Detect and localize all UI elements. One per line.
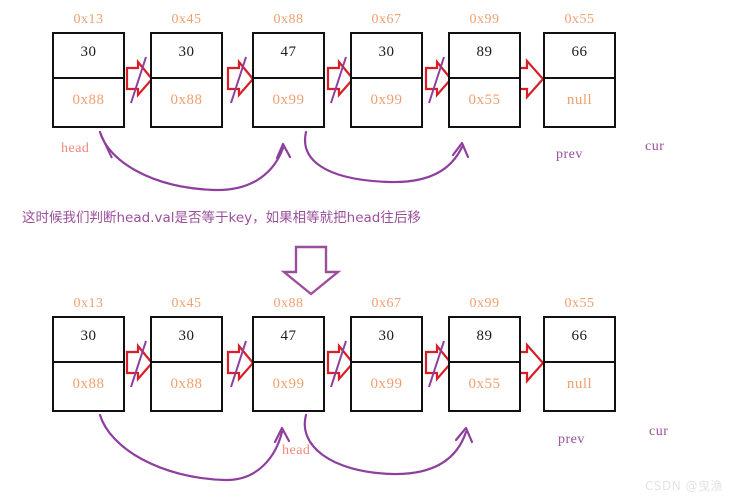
list-node: 30 0x88 (150, 316, 223, 412)
node-divider (450, 77, 519, 79)
curved-pointer-top-a-head (275, 142, 292, 160)
node-next-pointer: 0x55 (468, 376, 501, 392)
node-next-pointer: 0x88 (72, 92, 105, 108)
node-next-pointer: null (566, 92, 593, 108)
node-value: 30 (178, 328, 195, 344)
node-divider (352, 361, 421, 363)
curved-pointer-top-b-head (451, 141, 470, 159)
node-address-label: 0x88 (273, 12, 304, 27)
node-divider (545, 77, 614, 79)
pointer-label-head: head (61, 141, 90, 156)
node-address-label: 0x55 (564, 12, 595, 27)
head-connector-top (99, 131, 113, 159)
node-address-label: 0x55 (564, 296, 595, 311)
pointer-label-prev: prev (556, 147, 583, 162)
node-next-pointer: 0x88 (72, 376, 105, 392)
list-node: 47 0x99 (252, 316, 325, 412)
node-next-pointer: 0x99 (272, 92, 305, 108)
node-next-pointer: 0x99 (370, 92, 403, 108)
strike-through-bottom-3 (330, 340, 347, 388)
node-value: 30 (378, 328, 395, 344)
curved-pointer-top-a (98, 130, 285, 192)
node-value: 89 (476, 44, 493, 60)
strike-through-top-4 (428, 56, 445, 104)
watermark: CSDN @曳渔 (644, 479, 723, 493)
link-arrow-bottom-2 (226, 342, 255, 382)
list-node: 89 0x55 (448, 32, 521, 128)
node-next-pointer: 0x99 (272, 376, 305, 392)
node-value: 30 (80, 44, 97, 60)
node-value: 30 (378, 44, 395, 60)
node-address-label: 0x13 (73, 296, 104, 311)
node-value: 66 (571, 328, 588, 344)
pointer-label-head: head (282, 443, 311, 458)
node-divider (152, 77, 221, 79)
node-value: 30 (80, 328, 97, 344)
list-node: 66 null (543, 32, 616, 128)
node-divider (352, 77, 421, 79)
strike-through-bottom-4 (428, 340, 445, 388)
link-arrow-top-2 (226, 58, 255, 98)
node-value: 47 (280, 328, 297, 344)
node-address-label: 0x67 (371, 12, 402, 27)
node-address-label: 0x45 (171, 296, 202, 311)
node-value: 66 (571, 44, 588, 60)
strike-through-top-2 (230, 56, 247, 104)
caption-text: 这时候我们判断head.val是否等于key，如果相等就把head往后移 (22, 210, 421, 226)
list-node: 30 0x88 (52, 316, 125, 412)
curved-pointer-bottom-a-head (273, 426, 291, 444)
node-divider (254, 361, 323, 363)
node-address-label: 0x45 (171, 12, 202, 27)
node-divider (545, 361, 614, 363)
list-node: 66 null (543, 316, 616, 412)
list-node: 30 0x99 (350, 32, 423, 128)
node-divider (54, 77, 123, 79)
list-node: 30 0x99 (350, 316, 423, 412)
pointer-label-cur: cur (649, 424, 669, 439)
node-address-label: 0x13 (73, 12, 104, 27)
node-divider (254, 77, 323, 79)
node-address-label: 0x88 (273, 296, 304, 311)
node-divider (152, 361, 221, 363)
curved-pointer-top-b (303, 130, 464, 184)
node-value: 47 (280, 44, 297, 60)
node-address-label: 0x99 (469, 296, 500, 311)
curved-pointer-bottom-a (98, 413, 284, 482)
node-next-pointer: 0x88 (170, 92, 203, 108)
down-arrow-icon (280, 245, 342, 296)
list-node: 89 0x55 (448, 316, 521, 412)
node-value: 30 (178, 44, 195, 60)
node-address-label: 0x99 (469, 12, 500, 27)
pointer-label-prev: prev (558, 432, 585, 447)
list-node: 30 0x88 (150, 32, 223, 128)
node-next-pointer: 0x55 (468, 92, 501, 108)
node-next-pointer: 0x88 (170, 376, 203, 392)
pointer-label-cur: cur (645, 139, 665, 154)
node-divider (450, 361, 519, 363)
list-node: 47 0x99 (252, 32, 325, 128)
node-address-label: 0x67 (371, 296, 402, 311)
link-arrow-top-1 (125, 58, 154, 98)
node-next-pointer: null (566, 376, 593, 392)
strike-through-bottom-1 (130, 340, 147, 388)
strike-through-top-3 (330, 56, 347, 104)
curved-pointer-bottom-b-head (454, 426, 474, 444)
node-next-pointer: 0x99 (370, 376, 403, 392)
node-divider (54, 361, 123, 363)
strike-through-bottom-2 (230, 340, 247, 388)
link-arrow-bottom-1 (125, 342, 154, 382)
curved-pointer-bottom-b (303, 413, 468, 476)
node-value: 89 (476, 328, 493, 344)
list-node: 30 0x88 (52, 32, 125, 128)
strike-through-top-1 (130, 56, 147, 104)
